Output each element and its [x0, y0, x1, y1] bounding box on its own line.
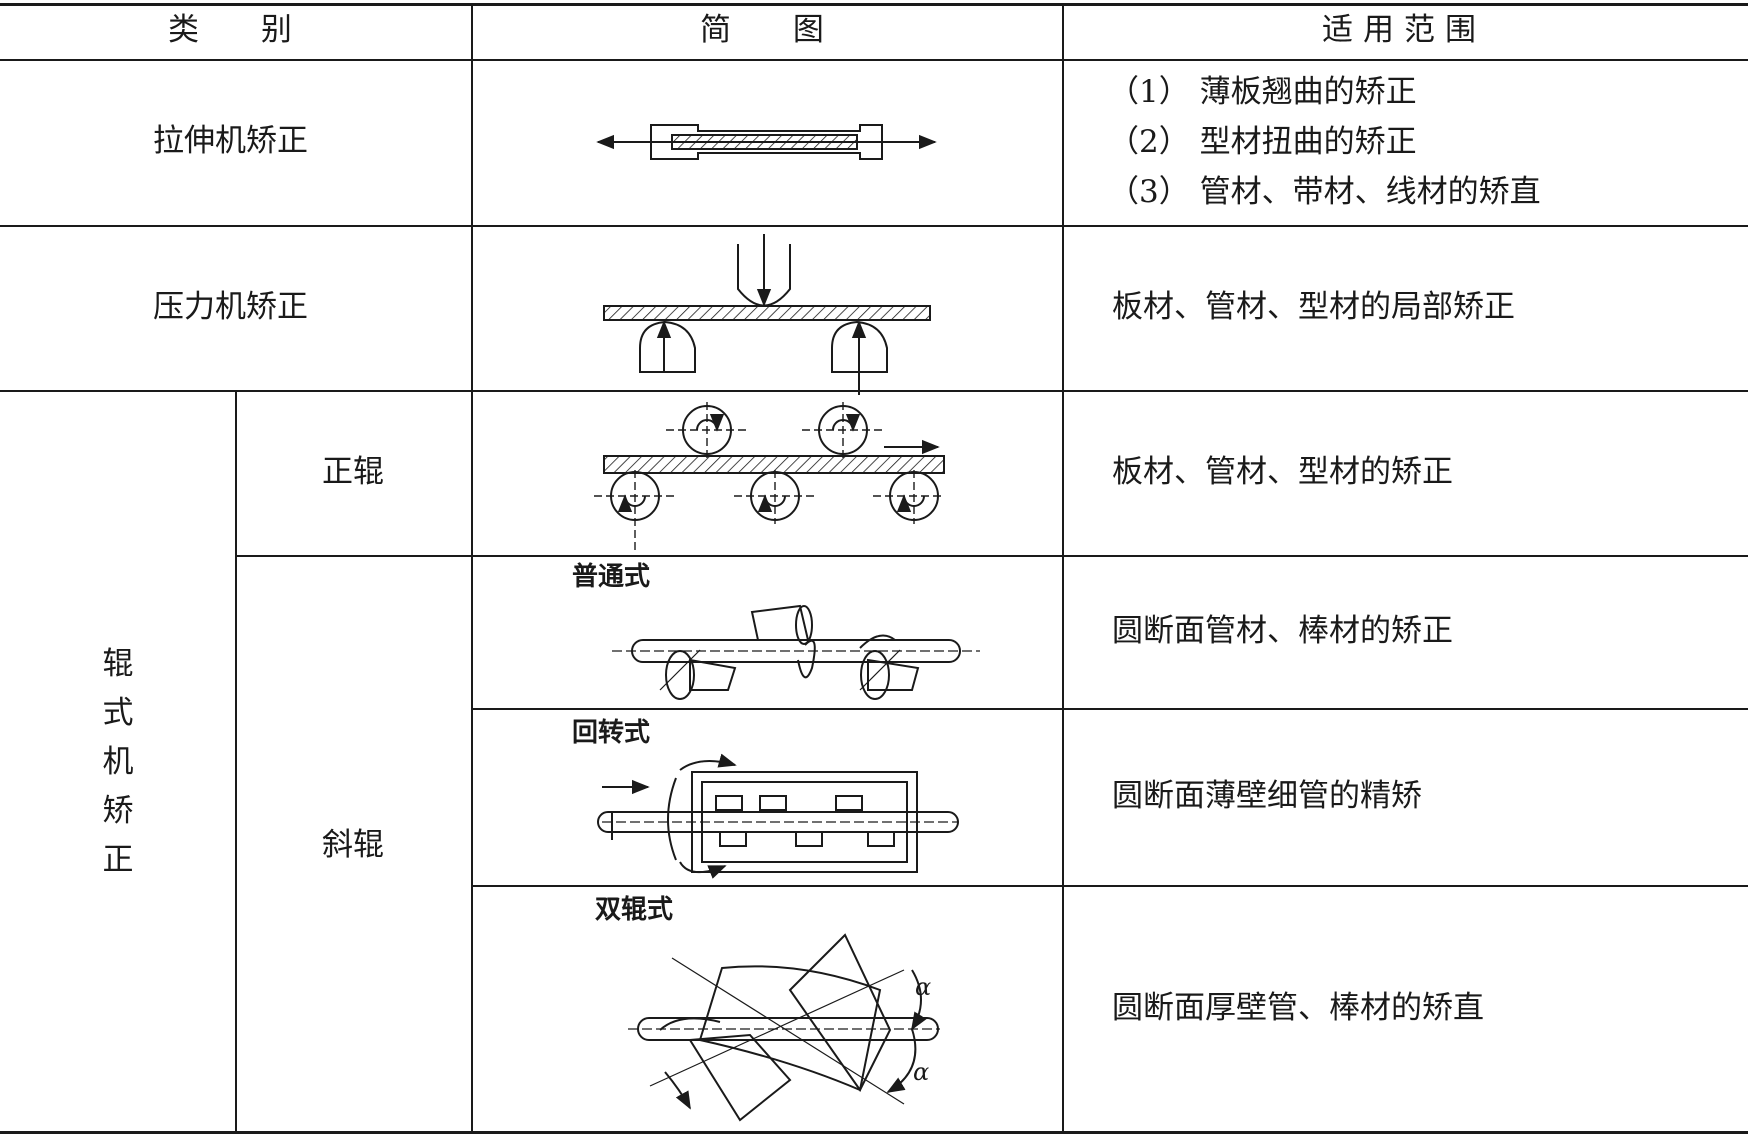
roller-category-char: 矫: [102, 793, 134, 829]
roller-category-char: 正: [102, 842, 134, 878]
straight-roll-diagram: [594, 402, 945, 550]
row-divider-2: [0, 390, 1748, 392]
header-divider: [0, 59, 1748, 61]
row-divider-1: [0, 225, 1748, 227]
skew-rotary-label: 回转式: [572, 718, 651, 748]
stretch-scope-2: （2） 型材扭曲的矫正: [1108, 124, 1417, 160]
alpha-symbol-upper: α: [915, 973, 931, 1001]
roller-category-char: 机: [102, 744, 134, 780]
header-category: 类 别: [168, 12, 318, 48]
straight-roll-subcategory: 正辊: [322, 454, 384, 490]
roller-category: 辊 式 机 矫 正: [98, 640, 138, 885]
col-divider-scope: [1062, 3, 1064, 1132]
roller-category-char: 式: [102, 695, 134, 731]
press-category: 压力机矫正: [153, 289, 308, 325]
stretch-scope-3: （3） 管材、带材、线材的矫直: [1108, 174, 1541, 210]
skew-roll-normal-diagram: [612, 604, 980, 700]
col-divider-sub: [235, 390, 237, 1132]
header-scope: 适用范围: [1322, 12, 1486, 48]
stretch-diagram: [596, 124, 937, 160]
skew-double-label: 双辊式: [595, 895, 674, 925]
header-diagram: 简 图: [700, 12, 850, 48]
skew-roll-double-diagram: α α: [628, 933, 940, 1122]
press-diagram: [603, 234, 931, 395]
alpha-symbol-lower: α: [913, 1058, 929, 1086]
straight-roll-scope: 板材、管材、型材的矫正: [1112, 454, 1453, 490]
row-divider-5: [472, 885, 1748, 887]
stretch-scope-1: （1） 薄板翘曲的矫正: [1108, 74, 1417, 110]
row-divider-4: [472, 708, 1748, 710]
press-scope: 板材、管材、型材的局部矫正: [1112, 289, 1515, 325]
skew-roll-rotary-diagram: [597, 753, 959, 879]
roller-category-char: 辊: [102, 646, 134, 682]
skew-normal-scope: 圆断面管材、棒材的矫正: [1112, 613, 1453, 649]
skew-double-scope: 圆断面厚壁管、棒材的矫直: [1112, 990, 1484, 1026]
col-divider-diagram: [471, 3, 473, 1132]
skew-rotary-scope: 圆断面薄壁细管的精矫: [1112, 778, 1422, 814]
skew-roll-subcategory: 斜辊: [322, 827, 384, 863]
row-divider-3: [236, 555, 1748, 557]
stretch-category: 拉伸机矫正: [153, 123, 308, 159]
table-bottom-border: [0, 1131, 1748, 1134]
skew-normal-label: 普通式: [572, 562, 651, 592]
table-top-border: [0, 3, 1748, 6]
